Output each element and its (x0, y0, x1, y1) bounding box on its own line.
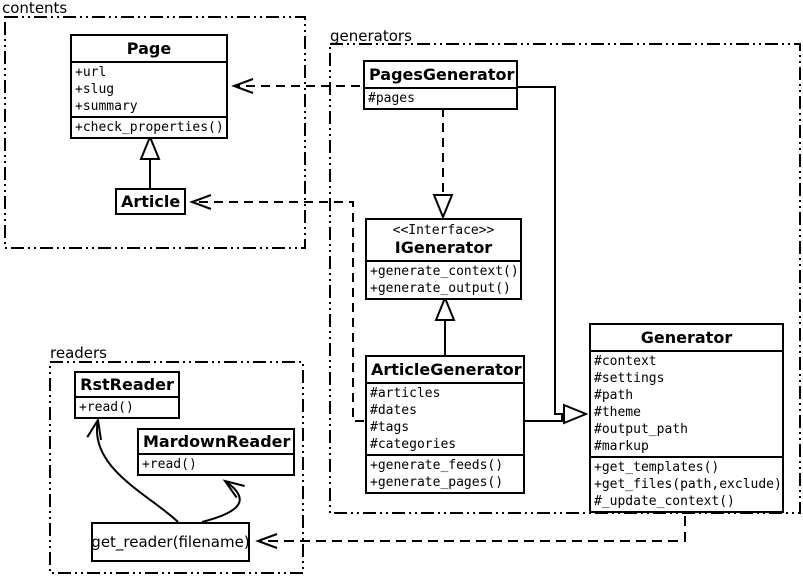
class-pagesgenerator: PagesGenerator #pages (363, 60, 518, 110)
class-page-title: Page (126, 39, 172, 58)
class-page-methods: +check_properties() (72, 116, 226, 137)
class-articlegenerator-methods: +generate_feeds() +generate_pages() (367, 454, 523, 492)
class-rstreader-methods: +read() (76, 396, 178, 417)
edge-generator-getreader-dependency (255, 500, 686, 549)
class-articlegenerator: ArticleGenerator #articles #dates #tags … (365, 355, 525, 494)
package-contents-frame (4, 16, 306, 249)
class-igenerator-methods: +generate_context() +generate_output() (367, 260, 520, 298)
package-readers-frame (49, 361, 304, 574)
class-page-attributes: +url +slug +summary (72, 61, 226, 116)
class-mardownreader-methods: +read() (139, 453, 293, 474)
edge-articlegenerator-article-dependency (189, 194, 364, 422)
class-igenerator-title: IGenerator (394, 238, 493, 257)
edge-getreader-rstreader-arrow (86, 417, 179, 523)
class-articlegenerator-title: ArticleGenerator (371, 360, 522, 379)
class-generator-attributes: #context #settings #path #theme #output_… (591, 350, 782, 456)
class-rstreader-title: RstReader (80, 375, 174, 394)
edge-pagesgenerator-generator-inheritance (518, 86, 586, 414)
package-label-contents: contents (2, 0, 68, 17)
class-article: Article (115, 188, 186, 215)
class-generator-title: Generator (640, 328, 733, 347)
package-label-generators: generators (330, 27, 412, 45)
class-igenerator-header: <<Interface>> IGenerator (367, 220, 520, 260)
class-igenerator: <<Interface>> IGenerator +generate_conte… (365, 218, 522, 300)
class-igenerator-stereotype: <<Interface>> (392, 223, 495, 238)
class-pagesgenerator-title: PagesGenerator (369, 65, 515, 84)
edge-getreader-mardownreader-arrow (201, 479, 245, 523)
class-pagesgenerator-attributes: #pages (365, 87, 516, 108)
class-mardownreader-title: MardownReader (143, 432, 291, 451)
class-article-title: Article (121, 192, 181, 211)
edge-articlegenerator-generator-inheritance (525, 414, 563, 422)
class-generator-methods: +get_templates() +get_files(path,exclude… (591, 456, 782, 511)
function-get-reader: get_reader(filename) (91, 522, 250, 562)
class-generator: Generator #context #settings #path #them… (589, 323, 784, 513)
class-page: Page +url +slug +summary +check_properti… (70, 34, 228, 139)
class-mardownreader: MardownReader +read() (137, 428, 295, 476)
package-generators-frame (329, 43, 801, 514)
class-rstreader: RstReader +read() (74, 371, 180, 419)
package-label-readers: readers (50, 344, 107, 362)
class-articlegenerator-attributes: #articles #dates #tags #categories (367, 382, 523, 454)
